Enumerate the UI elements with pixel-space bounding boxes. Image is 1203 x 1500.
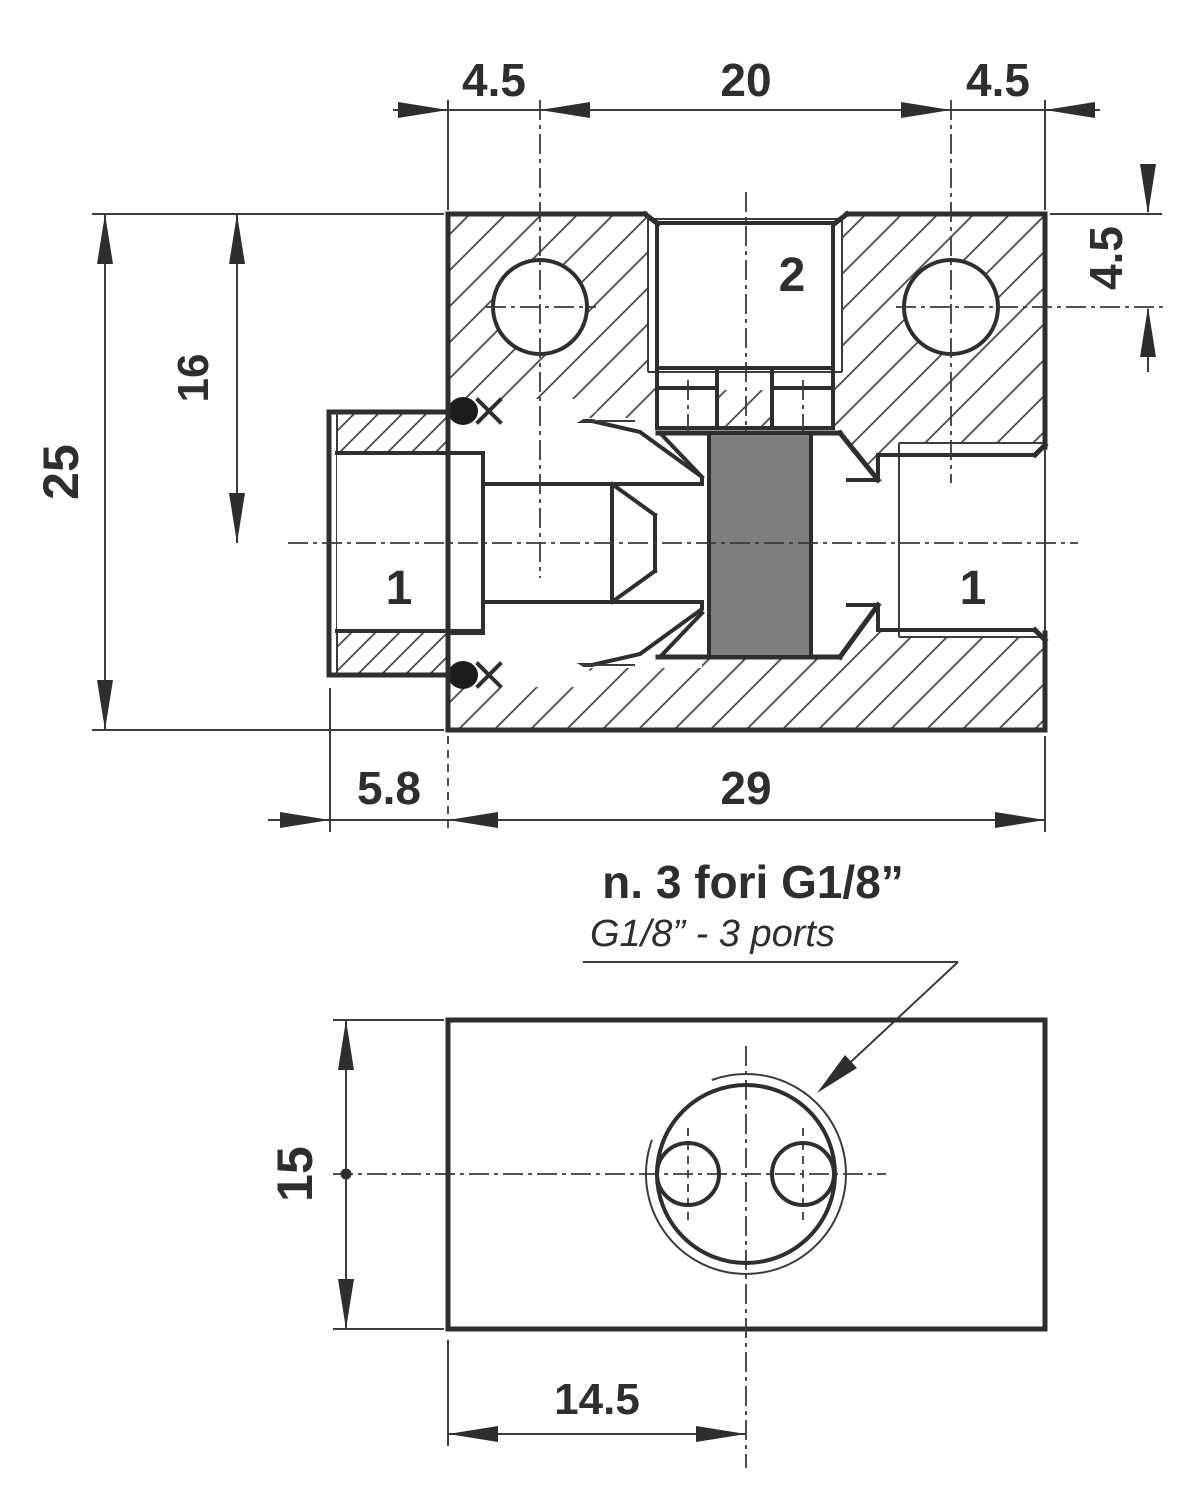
pilot-hole-right [770,1141,836,1207]
dim-right-side: 4.5 [1050,164,1162,372]
port-1-left-bore [337,453,483,631]
pilot-hole-left [655,1141,721,1207]
dim-bottom-main-label: 29 [720,762,771,814]
o-ring-top [448,397,478,425]
bottom-view: 15 14.5 [267,1017,1048,1468]
note-subtitle: G1/8” - 3 ports [590,913,835,955]
thread-major-circle [644,1072,847,1275]
block-outline [445,211,1048,733]
dim-left-inner-label: 16 [169,354,218,403]
section-view: 2 1 1 4.5 20 4.5 4.5 25 [33,54,1163,832]
port-2-cavity [648,219,842,372]
dim-midpoint-dot [340,1168,352,1180]
centerlines-plan [333,1046,886,1468]
dim-left-25: 25 [33,213,444,731]
dim-left-16: 16 [169,214,245,543]
note-leader-arrow-icon [817,1055,857,1093]
note-leader-line [583,961,959,1087]
dim-plan-offset-label: 14.5 [554,1375,640,1424]
left-fitting [326,397,704,689]
dim-bottom-chain: 5.8 29 [268,688,1046,832]
port-1-right-label: 1 [960,562,987,615]
dim-top-center-label: 20 [720,54,771,106]
dim-plan-height: 15 [267,1019,444,1330]
dim-top-chain: 4.5 20 4.5 [393,54,1100,210]
port-2-label: 2 [779,249,806,302]
port-note: n. 3 fori G1/8” G1/8” - 3 ports [583,856,959,1093]
dim-plan-offset: 14.5 [447,1340,746,1446]
dim-right-side-label: 4.5 [1080,226,1132,290]
centerlines-section [288,100,1163,578]
port-1-left-label: 1 [386,562,413,615]
o-ring-bottom [448,661,478,689]
dim-left-outer-label: 25 [33,444,89,500]
dim-top-left-label: 4.5 [462,54,526,106]
note-title: n. 3 fori G1/8” [602,856,904,908]
dim-top-right-label: 4.5 [966,54,1030,106]
dim-bottom-left-label: 5.8 [357,762,421,814]
port-2-detail [641,210,851,438]
dim-plan-height-label: 15 [267,1146,323,1202]
spool [707,431,813,659]
